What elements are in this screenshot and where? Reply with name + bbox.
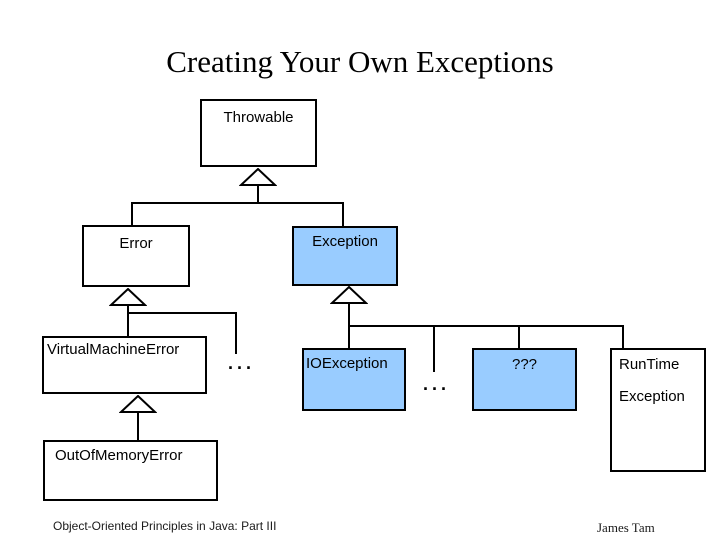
- node-runtime-exception: RunTime Exception: [610, 348, 706, 472]
- node-exception-label: Exception: [312, 233, 378, 250]
- connector-throwable-horizontal: [131, 202, 344, 204]
- inheritance-arrow-icon-exception: [330, 286, 368, 304]
- ellipsis-more-exception-subclasses: ...: [423, 374, 451, 394]
- node-error-label: Error: [119, 235, 153, 252]
- node-out-of-memory-error-label: OutOfMemoryError: [55, 447, 183, 464]
- node-unknown-subclass-label: ???: [511, 356, 538, 373]
- node-io-exception: IOException: [302, 348, 406, 411]
- node-out-of-memory-error: OutOfMemoryError: [43, 440, 218, 501]
- inheritance-arrow-icon-error: [109, 288, 147, 306]
- node-runtime-exception-label-line1: RunTime: [619, 356, 680, 373]
- connector-error-dangling-drop: [235, 312, 237, 354]
- inheritance-arrow-icon-throwable: [239, 168, 277, 186]
- connector-exception-horizontal: [348, 325, 624, 327]
- connector-error-stem: [127, 304, 129, 337]
- node-exception: Exception: [292, 226, 398, 286]
- footer-course-title: Object-Oriented Principles in Java: Part…: [53, 519, 277, 533]
- node-io-exception-label: IOException: [306, 355, 388, 372]
- node-throwable-label: Throwable: [223, 109, 294, 126]
- node-virtual-machine-error: VirtualMachineError: [42, 336, 207, 394]
- connector-drop-to-error: [131, 202, 133, 226]
- connector-drop-to-exception: [342, 202, 344, 227]
- node-throwable: Throwable: [200, 99, 317, 167]
- slide-title: Creating Your Own Exceptions: [166, 44, 554, 79]
- node-error: Error: [82, 225, 190, 287]
- connector-drop-to-runtime: [622, 325, 624, 349]
- connector-error-horizontal: [127, 312, 237, 314]
- node-virtual-machine-error-label: VirtualMachineError: [47, 341, 180, 358]
- connector-vme-stem: [137, 412, 139, 441]
- footer-author: James Tam: [597, 520, 655, 535]
- node-unknown-subclass: ???: [472, 348, 577, 411]
- connector-exception-dangling-drop: [433, 325, 435, 372]
- node-runtime-exception-label-line2: Exception: [619, 388, 685, 405]
- ellipsis-more-error-subclasses: ...: [228, 353, 256, 373]
- connector-drop-to-unknown: [518, 325, 520, 349]
- connector-throwable-stem: [257, 186, 259, 203]
- inheritance-arrow-icon-vme: [119, 395, 157, 413]
